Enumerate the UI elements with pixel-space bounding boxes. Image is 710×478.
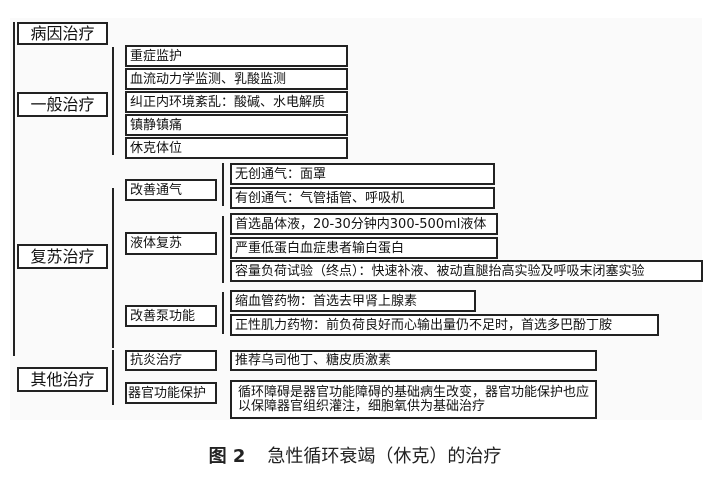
fluid-item: 容量负荷试验（终点）：快速补液、被动直腿抬高实验及呼吸末闭塞实验 [230,260,703,282]
pump-item: 正性肌力药物：前负荷良好而心输出量仍不足时，首选多巴酚丁胺 [230,314,659,336]
etiology-treatment-box: 病因治疗 [17,22,108,45]
ventilation-item: 有创通气：气管插管、呼吸机 [230,187,495,209]
resuscitation-connector [112,188,114,348]
other-connector [112,350,114,405]
general-connector [112,47,114,155]
organ-protection-box: 器官功能保护 [125,382,217,404]
organ-protection-item: 循环障碍是器官功能障碍的基础病生改变，器官功能保护也应以保障器官组织灌注，细胞氧… [230,380,597,419]
ventilation-box: 改善通气 [125,179,217,201]
general-item: 镇静镇痛 [125,114,348,136]
general-item: 休克体位 [125,137,348,159]
anti-inflammatory-box: 抗炎治疗 [125,350,217,371]
fluid-item: 首选晶体液，20-30分钟内300-500ml液体 [230,213,498,235]
pump-connector [222,292,224,334]
general-item: 纠正内环境紊乱：酸碱、水电解质 [125,91,348,113]
resuscitation-box: 复苏治疗 [17,244,108,269]
general-treatment-box: 一般治疗 [17,92,108,117]
pump-box: 改善泵功能 [125,305,217,327]
other-treatment-box: 其他治疗 [17,367,108,392]
fluid-box: 液体复苏 [125,232,217,255]
figure-number: 图 2 [208,446,246,467]
anti-inflammatory-item: 推荐乌司他丁、糖皮质激素 [230,350,597,371]
figure-title: 急性循环衰竭（休克）的治疗 [267,446,502,467]
figure-caption: 图 2 急性循环衰竭（休克）的治疗 [0,442,710,468]
ventilation-item: 无创通气：面罩 [230,163,495,185]
ventilation-connector [222,163,224,206]
general-item: 血流动力学监测、乳酸监测 [125,68,348,90]
pump-item: 缩血管药物：首选去甲肾上腺素 [230,290,476,312]
general-item: 重症监护 [125,45,348,67]
fluid-connector [222,216,224,283]
main-connector-line [13,22,15,356]
fluid-item: 严重低蛋白血症患者输白蛋白 [230,237,498,259]
